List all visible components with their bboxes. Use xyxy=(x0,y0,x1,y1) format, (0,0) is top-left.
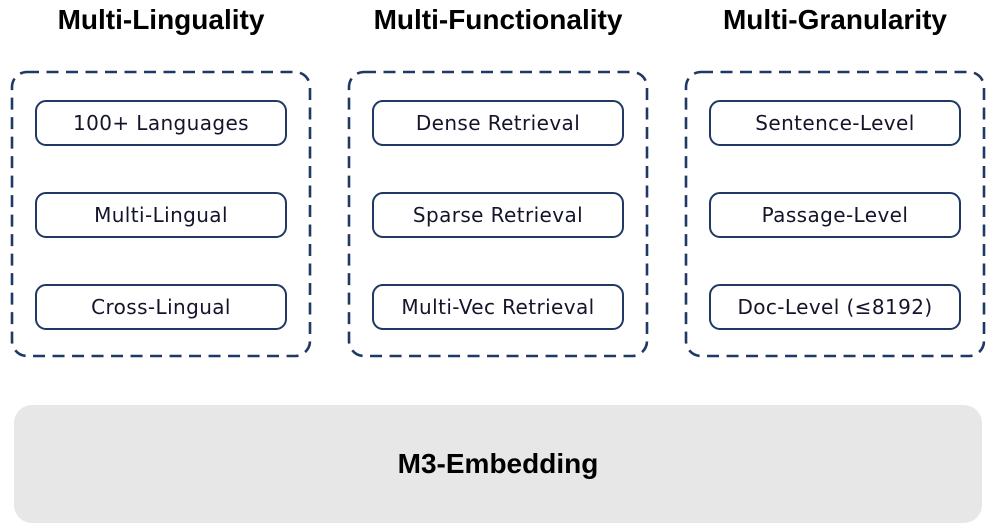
dashed-group-granularity: Sentence-Level Passage-Level Doc-Level (… xyxy=(684,70,986,358)
feature-box: Doc-Level (≤8192) xyxy=(709,284,961,330)
feature-box: 100+ Languages xyxy=(35,100,287,146)
dashed-group-functionality: Dense Retrieval Sparse Retrieval Multi-V… xyxy=(347,70,649,358)
feature-label: Cross-Lingual xyxy=(91,295,231,319)
column-title: Multi-Functionality xyxy=(373,4,623,35)
column-multi-functionality: Multi-Functionality Dense Retrieval Spar… xyxy=(347,0,649,358)
feature-box: Sentence-Level xyxy=(709,100,961,146)
feature-box: Passage-Level xyxy=(709,192,961,238)
column-title: Multi-Granularity xyxy=(722,4,947,35)
footer-box: M3-Embedding xyxy=(14,405,982,523)
feature-box: Sparse Retrieval xyxy=(372,192,624,238)
feature-box: Dense Retrieval xyxy=(372,100,624,146)
feature-label: Sentence-Level xyxy=(755,111,915,135)
feature-box: Cross-Lingual xyxy=(35,284,287,330)
feature-label: Sparse Retrieval xyxy=(412,203,584,227)
feature-label: Multi-Lingual xyxy=(94,203,228,227)
feature-label: Dense Retrieval xyxy=(415,111,581,135)
feature-label: 100+ Languages xyxy=(72,111,249,135)
column-multi-linguality: Multi-Linguality 100+ Languages Multi-Li… xyxy=(10,0,312,358)
feature-box: Multi-Lingual xyxy=(35,192,287,238)
feature-columns: Multi-Linguality 100+ Languages Multi-Li… xyxy=(10,0,986,358)
feature-box: Multi-Vec Retrieval xyxy=(372,284,624,330)
column-multi-granularity: Multi-Granularity Sentence-Level Passage… xyxy=(684,0,986,358)
column-title: Multi-Linguality xyxy=(57,4,265,35)
feature-label: Passage-Level xyxy=(761,203,909,227)
feature-label: Multi-Vec Retrieval xyxy=(401,295,595,319)
feature-label: Doc-Level (≤8192) xyxy=(737,295,933,319)
footer-label: M3-Embedding xyxy=(397,448,599,479)
dashed-group-linguality: 100+ Languages Multi-Lingual Cross-Lingu… xyxy=(10,70,312,358)
